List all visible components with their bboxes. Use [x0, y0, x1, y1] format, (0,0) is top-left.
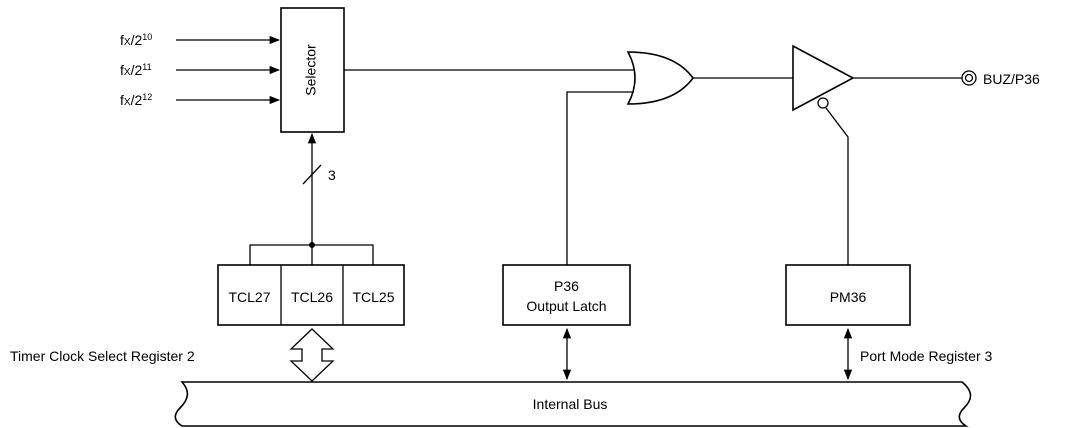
tcl-register-label: Timer Clock Select Register 2: [10, 348, 195, 364]
latch-to-or-line: [566, 91, 634, 265]
input-fx-2-10-label: fX/210: [120, 32, 152, 48]
buffer-enable-bubble: [817, 97, 829, 109]
output-pin-inner: [964, 73, 974, 83]
selector-label: Selector: [303, 44, 319, 96]
internal-bus-label: Internal Bus: [533, 396, 608, 412]
tcl-fanout-lines: [249, 244, 374, 265]
internal-bus: [174, 381, 972, 427]
port-mode-label: Port Mode Register 3: [860, 348, 992, 364]
input-fx-2-12-label: fX/212: [120, 92, 152, 108]
tcl-register-block: [217, 264, 405, 326]
tcl-bus-double-arrow: [289, 328, 335, 382]
or-gate: [626, 51, 694, 105]
tcl25-cell: TCL25: [352, 289, 394, 305]
tcl26-cell: TCL26: [291, 289, 333, 305]
pm36-label: PM36: [830, 289, 867, 305]
p36-output-latch-block: [502, 264, 631, 326]
enable-line: [825, 107, 849, 265]
output-pin-label: BUZ/P36: [983, 71, 1040, 87]
tcl27-cell: TCL27: [228, 289, 270, 305]
output-buffer: [792, 44, 855, 112]
bus-width-slash: [302, 164, 322, 185]
selector-block: [280, 7, 345, 133]
latch-label-line1: P36: [554, 278, 579, 294]
pm36-block: [785, 264, 911, 326]
latch-label-line2: Output Latch: [526, 298, 606, 314]
input-fx-2-11-label: fX/211: [120, 62, 152, 78]
bus-width-label: 3: [328, 167, 336, 183]
